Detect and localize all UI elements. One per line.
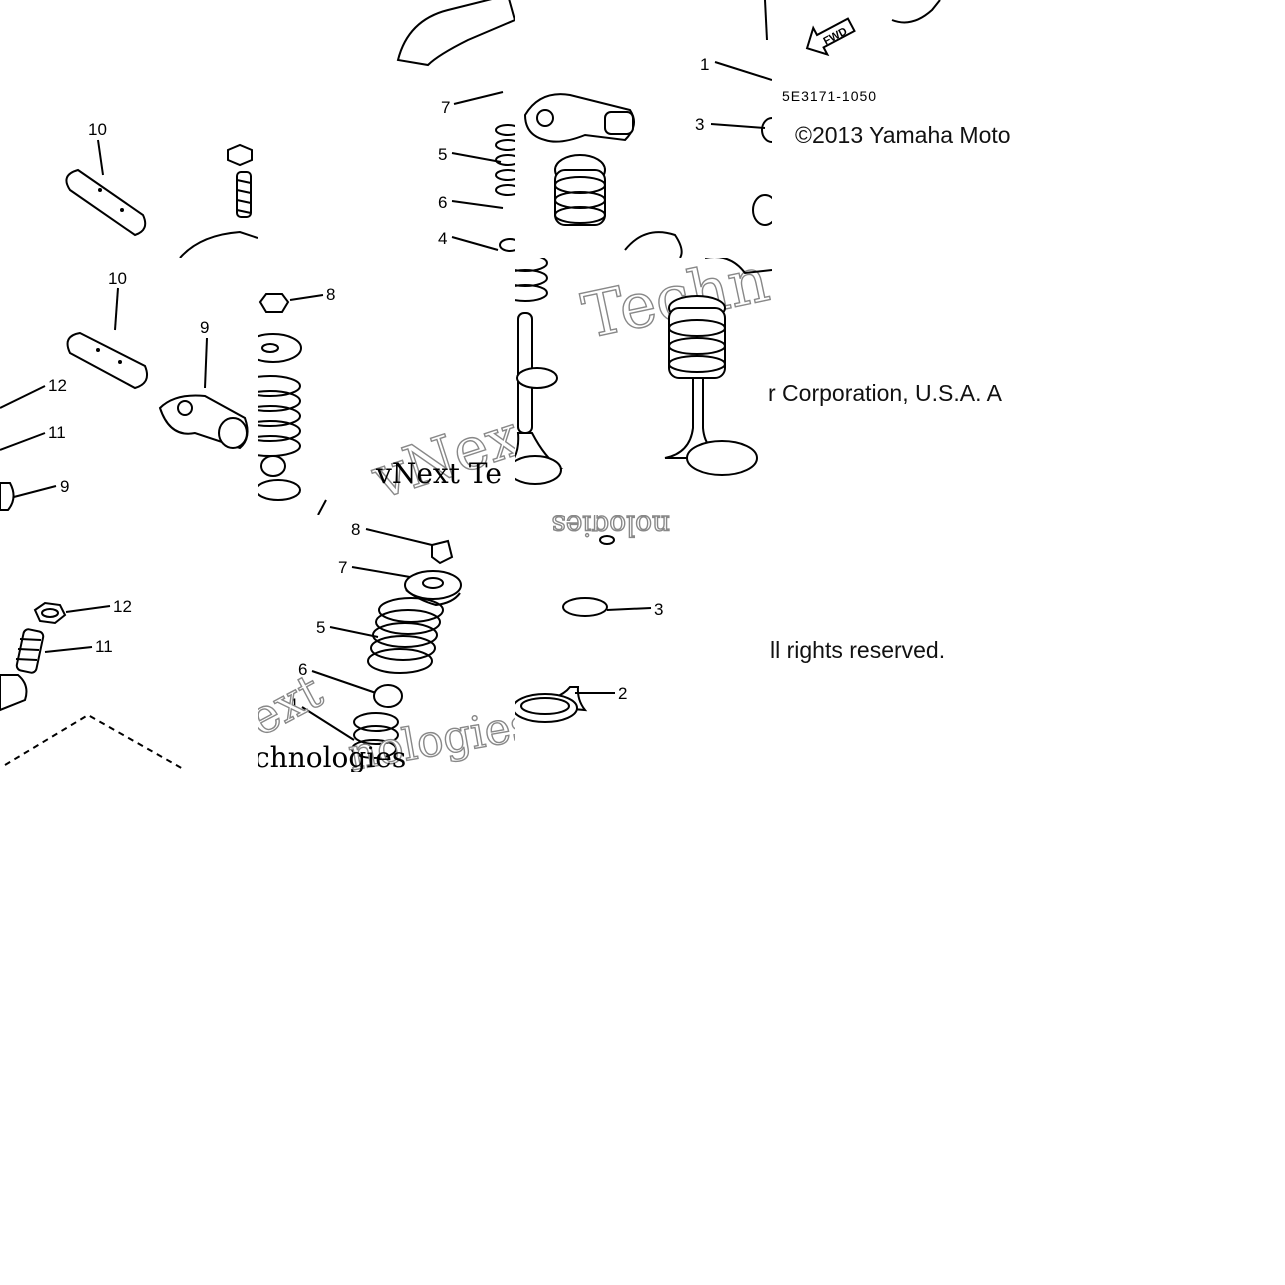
callout-12-lower: 12 [113, 597, 132, 616]
adjusting-screw [15, 628, 45, 674]
callout-6-lower: 6 [298, 660, 307, 679]
watermark-vnext: vNext [363, 394, 515, 513]
callout-8-upper: 8 [326, 285, 335, 304]
callout-6: 6 [438, 193, 447, 212]
diagram-tile-middle-center: 8 vNext vNext Te [258, 258, 515, 515]
copyright-line-1: ©2013 Yamaha Moto [795, 122, 1011, 148]
diagram-tile-middle-left: 10 9 12 11 9 [0, 258, 258, 515]
rocker-arm-shoulder [396, 0, 515, 67]
valve-spring-left [515, 258, 548, 302]
callout-7-lower: 7 [338, 558, 347, 577]
callout-9-lower: 9 [60, 477, 69, 496]
callout-11-upper: 11 [48, 423, 66, 442]
diagram-tile-top-right: 1 3 [515, 0, 772, 258]
callout-2: 2 [618, 684, 627, 703]
watermark-ext: ext [258, 663, 331, 748]
diagram-tile-bottom-left: 12 11 [0, 515, 258, 772]
callout-10-lower: 10 [108, 269, 127, 288]
diagram-tile-top-left: 10 [0, 0, 258, 258]
rocker-shaft [66, 331, 148, 390]
lock-nut [33, 601, 67, 625]
valve-intake [515, 535, 615, 723]
valve-seal [373, 684, 403, 708]
callout-4-lower: 4 [288, 695, 297, 714]
valve-spring-lower [367, 597, 444, 674]
callout-12-upper: 12 [48, 376, 67, 395]
valve-spring-partial [495, 124, 515, 252]
valve-spring [258, 375, 301, 457]
diagram-tile-bottom-right: nologies 3 2 [515, 515, 772, 772]
rocker-arm-assembly [523, 93, 635, 143]
copyright-line-2: r Corporation, U.S.A. A [768, 380, 1002, 406]
callout-3-lower: 3 [654, 600, 663, 619]
callout-5: 5 [438, 145, 447, 164]
svg-text:FWD: FWD [822, 25, 850, 47]
callout-7: 7 [441, 98, 450, 117]
diagram-tile-bottom-center: 8 7 5 6 4 ext nologies chnolog [258, 515, 515, 772]
callout-5-lower: 5 [316, 618, 325, 637]
part-code: 5E3171-1050 [782, 88, 878, 104]
valve-cotter [258, 293, 290, 313]
callout-4: 4 [438, 229, 447, 248]
spring-retainer [258, 333, 302, 363]
adjuster-nut [227, 143, 253, 167]
callout-3-upper: 3 [695, 115, 704, 134]
callout-10: 10 [88, 120, 107, 139]
fwd-arrow-icon: FWD [805, 17, 856, 57]
diagram-tile-top-far-right: FWD [772, 0, 1072, 258]
valve-cap [554, 154, 606, 226]
watermark-nologies-upside: nologies [551, 515, 670, 542]
valve-stem-left [515, 312, 564, 485]
spring-seat [351, 712, 399, 759]
diagram-tile-top-center: 7 5 6 4 [258, 0, 515, 258]
callout-11-lower: 11 [95, 637, 113, 656]
callout-1: 1 [700, 55, 709, 74]
rocker-arm [158, 394, 249, 450]
adjuster-screw [236, 171, 252, 218]
valve-keeper [431, 539, 454, 565]
gasket-curve [891, 0, 941, 24]
callout-9-upper: 9 [200, 318, 209, 337]
copyright-line-3: ll rights reserved. [770, 637, 946, 663]
watermark-chnologies: chnologies [258, 741, 406, 772]
spring-retainer-lower [404, 570, 462, 607]
rocker-shaft-pin [65, 168, 147, 237]
valve-cap-lower [664, 295, 758, 476]
watermark-vnext-te: vNext Te [375, 457, 502, 490]
callout-8-lower: 8 [351, 520, 360, 539]
diagram-tile-middle-right: Techn [515, 258, 772, 515]
